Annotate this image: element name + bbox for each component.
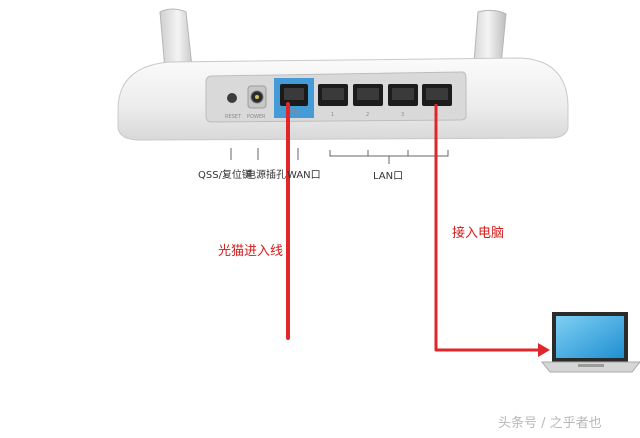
computer-cable-line bbox=[434, 104, 540, 352]
power-panel-label: POWER bbox=[247, 114, 266, 120]
lan-port-2-icon bbox=[353, 84, 383, 106]
lan-port-3-icon bbox=[388, 84, 418, 106]
power-jack-label: 电源插孔 bbox=[246, 170, 286, 181]
qss-reset-label: QSS/复位键 bbox=[198, 170, 252, 181]
lan-port-label: LAN口 bbox=[373, 171, 404, 182]
arrow-right-icon bbox=[538, 343, 550, 357]
wan-panel-label: WAN bbox=[288, 110, 300, 116]
lan-2-panel-label: 2 bbox=[366, 112, 369, 118]
power-jack-pin bbox=[255, 95, 259, 99]
wan-port-label: WAN口 bbox=[287, 170, 321, 181]
router: RESET POWER WAN bbox=[117, 8, 569, 141]
lan-3-panel-label: 3 bbox=[401, 112, 404, 118]
watermark-text: 头条号 / 之乎者也 bbox=[498, 416, 602, 431]
wan-port-icon bbox=[280, 84, 308, 106]
lan-1-panel-label: 1 bbox=[331, 112, 334, 118]
reset-panel-label: RESET bbox=[225, 114, 242, 120]
lan-port-1-icon bbox=[318, 84, 348, 106]
label-leader-lines bbox=[230, 148, 449, 164]
laptop-icon bbox=[540, 312, 640, 373]
reset-button-icon bbox=[227, 93, 237, 103]
modem-line-label: 光猫进入线 bbox=[218, 244, 284, 259]
lan-port-4-icon bbox=[422, 84, 452, 106]
to-computer-label: 接入电脑 bbox=[452, 226, 505, 241]
